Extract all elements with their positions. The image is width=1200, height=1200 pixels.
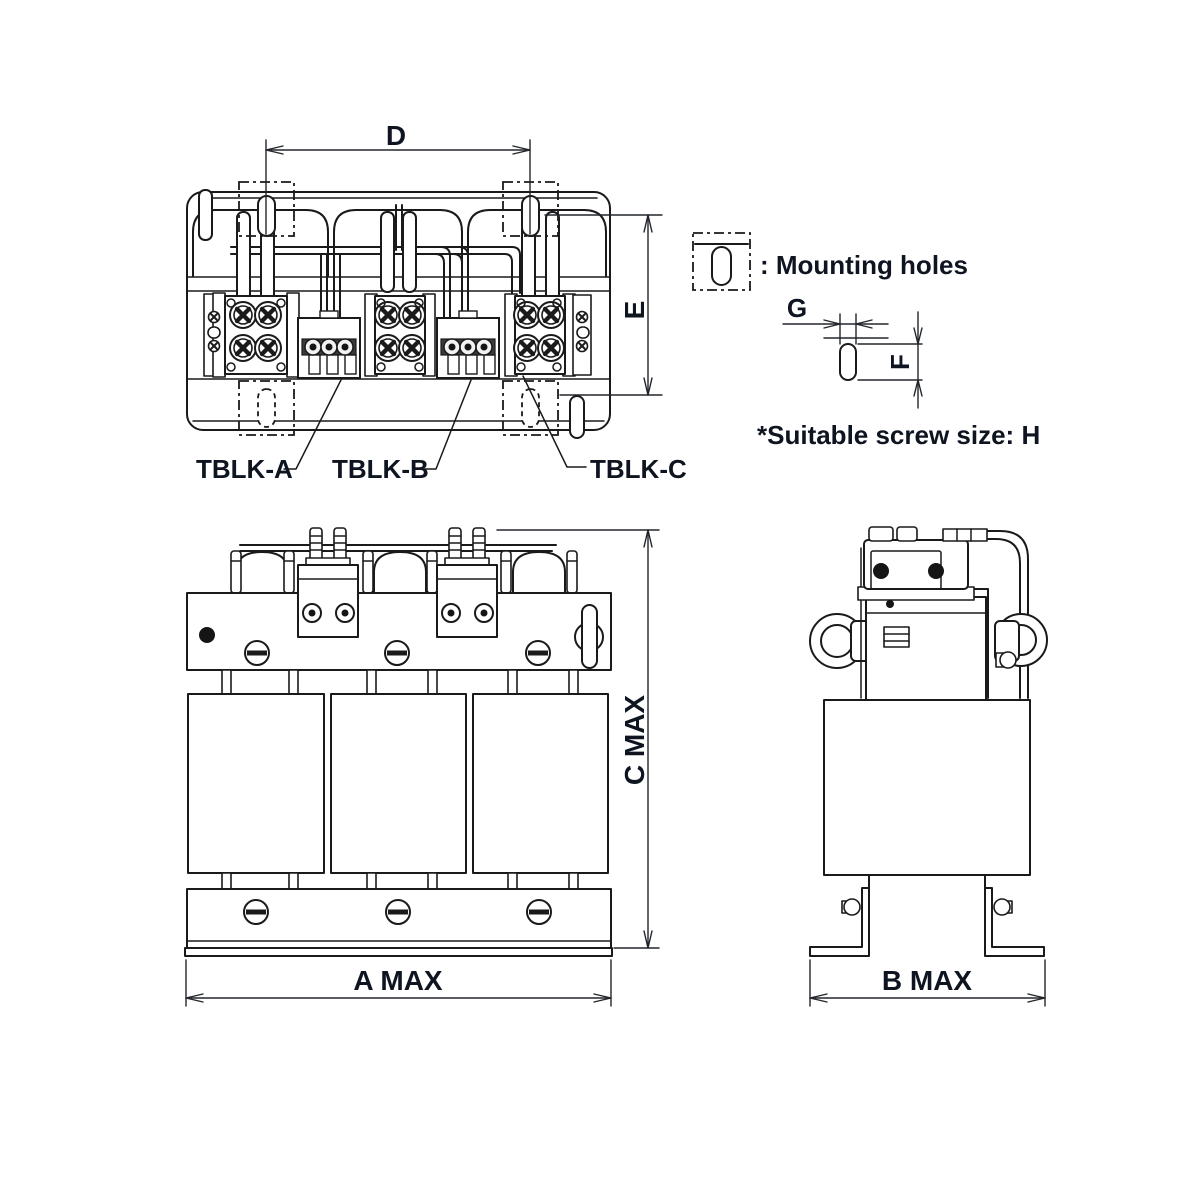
- dim-a-max-label: A MAX: [353, 965, 443, 996]
- terminal-block-c-main: [504, 293, 592, 377]
- front-busbar: [239, 544, 557, 552]
- side-mounting-feet: [809, 887, 1045, 957]
- terminal-block-tblk-b: [436, 310, 500, 379]
- front-terminal-stacks: [305, 527, 490, 569]
- dimension-b-max: [809, 959, 1046, 1007]
- side-coil: [860, 547, 987, 701]
- dim-b-max-label: B MAX: [882, 965, 973, 996]
- terminal-block-tblk-a: [297, 310, 361, 379]
- front-view: A MAX C MAX: [184, 527, 660, 1007]
- dim-f-label: F: [885, 354, 915, 370]
- side-core: [823, 699, 1031, 876]
- front-lifting-slot: [574, 604, 604, 669]
- busbar-wiring: [230, 204, 521, 319]
- dimension-a-max: [185, 959, 612, 1007]
- tblk-leader-lines: [283, 375, 587, 470]
- dim-g-label: G: [787, 293, 807, 323]
- front-core: [187, 693, 609, 874]
- label-tblk-b: TBLK-B: [332, 454, 429, 484]
- front-block-tblk-b: [436, 564, 498, 638]
- dim-e-label: E: [619, 301, 650, 320]
- front-coils: [230, 550, 578, 594]
- dimension-d: [265, 139, 531, 235]
- mounting-hole-icon: [692, 232, 751, 291]
- front-block-tblk-a: [297, 564, 359, 638]
- side-view: B MAX: [809, 526, 1048, 1007]
- dimension-c-max: [496, 529, 660, 949]
- side-lower-column: [868, 874, 986, 949]
- mounting-hole-detail: G F: [782, 293, 923, 409]
- dimension-e: [544, 214, 663, 396]
- front-base-strip: [184, 947, 613, 957]
- dim-d-label: D: [386, 120, 406, 151]
- front-core-legs-top: [221, 669, 579, 695]
- terminal-block-b-main: [364, 293, 436, 377]
- mounting-holes-label: : Mounting holes: [760, 250, 968, 280]
- screw-size-note: *Suitable screw size: H: [757, 420, 1040, 450]
- top-view: D E TBLK-A TBLK-B TBLK-C: [186, 120, 687, 484]
- terminal-studs: [198, 189, 585, 439]
- dim-c-max-label: C MAX: [619, 695, 650, 786]
- legend: : Mounting holes G F *Suitable screw siz…: [692, 232, 1040, 450]
- front-core-legs-bottom: [221, 872, 579, 890]
- side-terminal-assembly: [857, 526, 1017, 669]
- front-frame-hole: [199, 627, 215, 643]
- label-tblk-a: TBLK-A: [196, 454, 293, 484]
- label-tblk-c: TBLK-C: [590, 454, 687, 484]
- terminal-block-a-main: [203, 292, 300, 378]
- side-busbar: [949, 530, 1029, 699]
